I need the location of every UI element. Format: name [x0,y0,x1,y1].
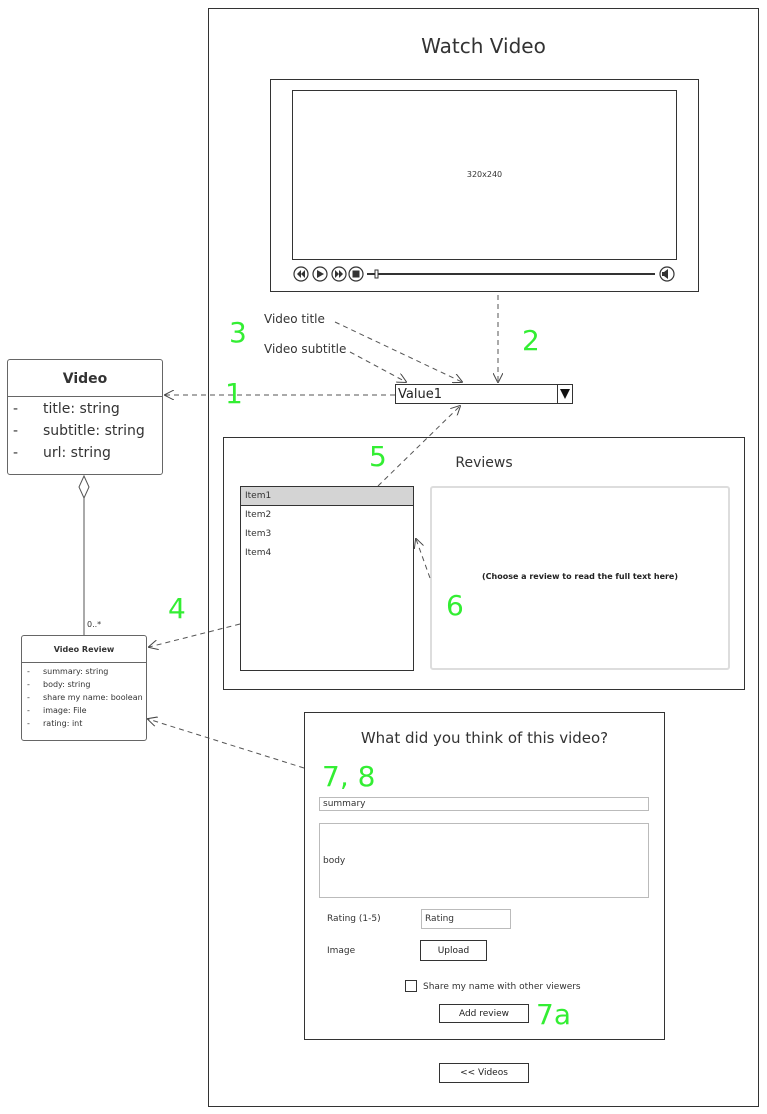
volume-icon[interactable] [659,266,675,282]
list-item[interactable]: Item2 [245,510,272,520]
share-name-label: Share my name with other viewers [423,982,581,992]
reviews-list[interactable]: Item1 Item2 Item3 Item4 [240,486,414,671]
aggregation-diamond [78,474,90,500]
uml-attr-row: - body: string [27,680,91,689]
video-subtitle-label: Video subtitle [264,342,347,356]
image-label: Image [327,946,356,956]
back-to-videos-button[interactable]: << Videos [439,1063,529,1083]
review-detail-placeholder: (Choose a review to read the full text h… [481,572,679,581]
uml-video-name: Video [8,360,162,397]
reviews-title: Reviews [455,455,513,471]
rewind-icon[interactable] [293,266,309,282]
seek-handle[interactable] [374,269,379,279]
video-select-value: Value1 [398,387,442,402]
annotation-2: 2 [522,324,540,357]
fast-forward-icon[interactable] [331,266,347,282]
uml-attr-row: - image: File [27,706,87,715]
video-screen[interactable] [292,90,677,260]
uml-video-review-class: Video Review - summary: string - body: s… [21,635,147,741]
uml-attr-row: - summary: string [27,667,109,676]
annotation-3: 3 [229,316,247,349]
rating-label: Rating (1-5) [327,914,381,924]
video-title-label: Video title [264,312,325,326]
page-title: Watch Video [421,34,546,58]
stop-icon[interactable] [348,266,364,282]
play-icon[interactable] [312,266,328,282]
uml-video-class: Video - title: string - subtitle: string… [7,359,163,475]
annotation-7a: 7a [536,998,571,1031]
annotation-5: 5 [369,440,387,473]
uml-multiplicity: 0..* [87,620,102,629]
rating-input[interactable]: Rating [421,909,511,929]
annotation-4: 4 [168,592,186,625]
player-controls-svg [293,266,675,282]
uml-attr-row: - url: string [13,445,111,461]
uml-attr-row: - share my name: boolean [27,693,143,702]
player-controls [293,265,677,283]
uml-video-review-name: Video Review [22,636,146,663]
body-placeholder: body [323,856,346,866]
summary-input[interactable]: summary [319,797,649,811]
uml-attr-row: - title: string [13,401,120,417]
select-divider [557,385,558,403]
annotation-1: 1 [225,377,243,410]
body-textarea[interactable]: body [319,823,649,898]
annotation-6: 6 [446,589,464,622]
chevron-down-icon[interactable] [559,388,571,400]
review-form-title: What did you think of this video? [360,729,609,747]
uml-attr-row: - subtitle: string [13,423,145,439]
annotation-7-8: 7, 8 [322,760,376,793]
video-select[interactable]: Value1 [395,384,573,404]
uml-attr-row: - rating: int [27,719,83,728]
upload-button[interactable]: Upload [420,940,487,961]
list-item[interactable]: Item3 [245,529,272,539]
uml-aggregation [78,474,90,635]
video-size-label: 320x240 [466,170,503,179]
list-item[interactable]: Item1 [241,487,413,506]
add-review-button[interactable]: Add review [439,1004,529,1023]
list-item[interactable]: Item4 [245,548,272,558]
review-detail-panel [430,486,730,670]
share-name-checkbox[interactable] [405,980,417,992]
